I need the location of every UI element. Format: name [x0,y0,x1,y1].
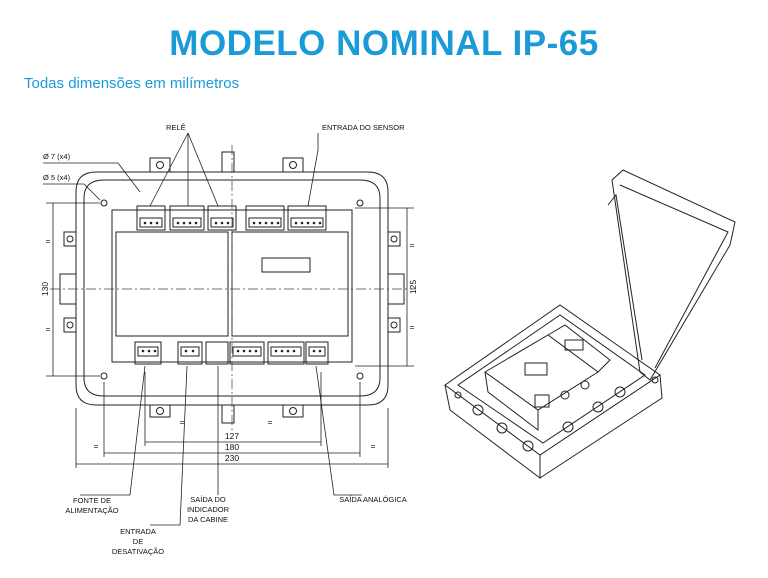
label-entrada-sensor: ENTRADA DO SENSOR [322,123,405,132]
label-saida-analogica: SAÍDA ANALÓGICA [339,495,407,504]
page-title: MODELO NOMINAL IP-65 [169,24,599,63]
label-hole-7mm: Ø 7 (x4) [43,152,71,161]
equal-mark: = [371,441,376,451]
isometric-view [444,169,736,480]
label-fonte-2: ALIMENTAÇÃO [65,506,118,515]
label-indicador-3: DA CABINE [188,515,228,524]
dim-127: 127 [225,431,239,441]
box-body [444,304,661,456]
open-lid [611,169,736,381]
label-desativacao-2: DE [133,537,143,546]
equal-mark: = [410,322,415,332]
label-rele: RELÊ [166,123,186,132]
label-indicador-2: INDICADOR [187,505,230,514]
mounting-holes [66,161,398,415]
label-desativacao-1: ENTRADA [120,527,156,536]
equal-mark: = [46,324,51,334]
sensor-connectors [245,205,327,231]
label-fonte-1: FONTE DE [73,496,111,505]
equal-mark: = [268,417,273,427]
label-indicador-1: SAÍDA DO [190,495,226,504]
leader-lines [43,132,362,526]
equal-mark: = [46,236,51,246]
dim-130: 130 [40,282,50,296]
equal-mark: = [94,441,99,451]
label-hole-5mm: Ø 5 (x4) [43,173,71,182]
dim-180: 180 [225,442,239,452]
dim-230: 230 [225,453,239,463]
page-subtitle: Todas dimensões em milímetros [24,75,240,92]
label-desativacao-3: DESATIVAÇÃO [112,547,164,556]
equal-mark: = [180,417,185,427]
enclosure-outline [75,171,389,406]
relay-connectors [136,205,237,231]
dim-125: 125 [408,280,418,294]
equal-mark: = [410,240,415,250]
